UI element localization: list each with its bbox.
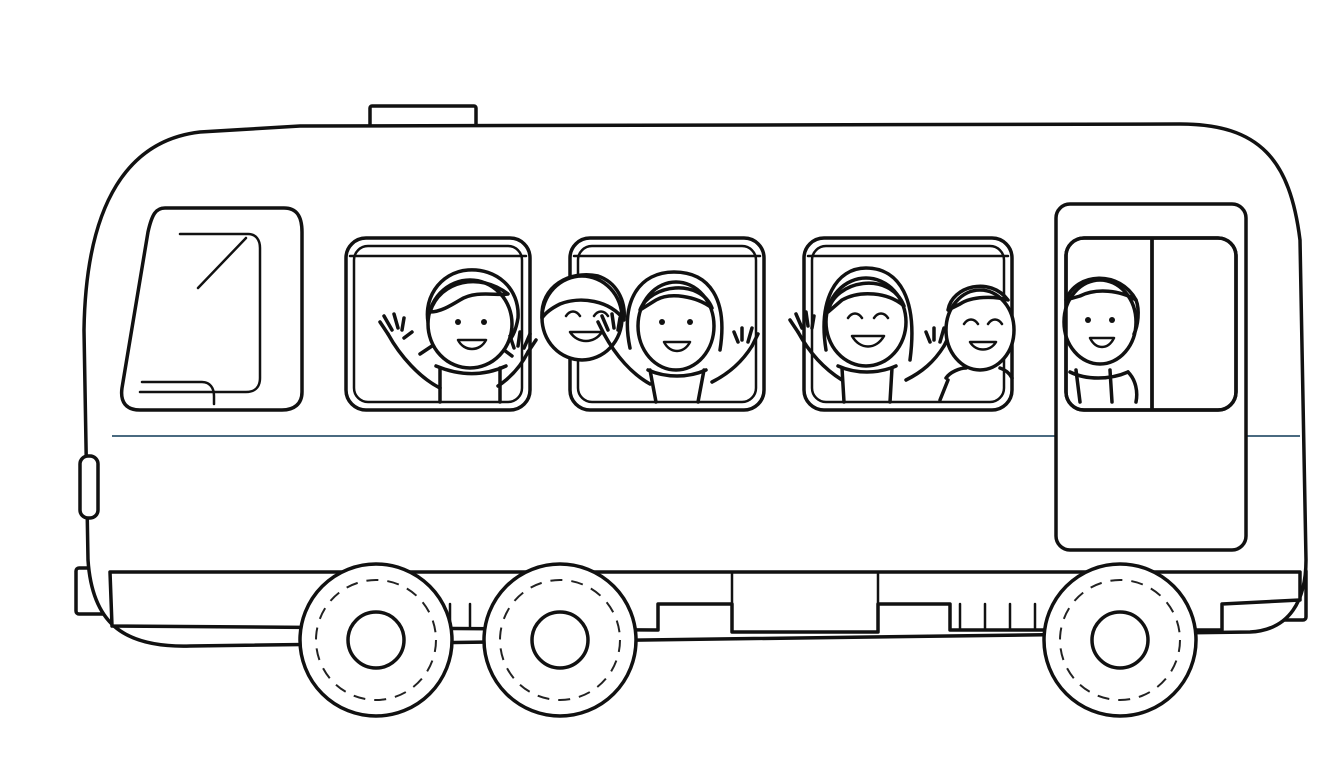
passenger-1-waving: [378, 268, 538, 404]
passenger-6-smiling: [1062, 276, 1140, 404]
window-3: [788, 236, 1016, 412]
door: [1054, 202, 1248, 552]
window-2: [540, 236, 766, 412]
wheel-front: [298, 562, 454, 718]
passenger-2-smiling: [540, 273, 626, 362]
passenger-3-waving: [596, 270, 760, 404]
window-1: [344, 236, 538, 412]
wheel-middle: [482, 562, 638, 718]
windshield: [119, 206, 304, 412]
passenger-4-waving: [788, 266, 952, 404]
wheel-rear: [1042, 562, 1198, 718]
passenger-5-smiling: [938, 284, 1016, 402]
front-light: [78, 454, 100, 520]
